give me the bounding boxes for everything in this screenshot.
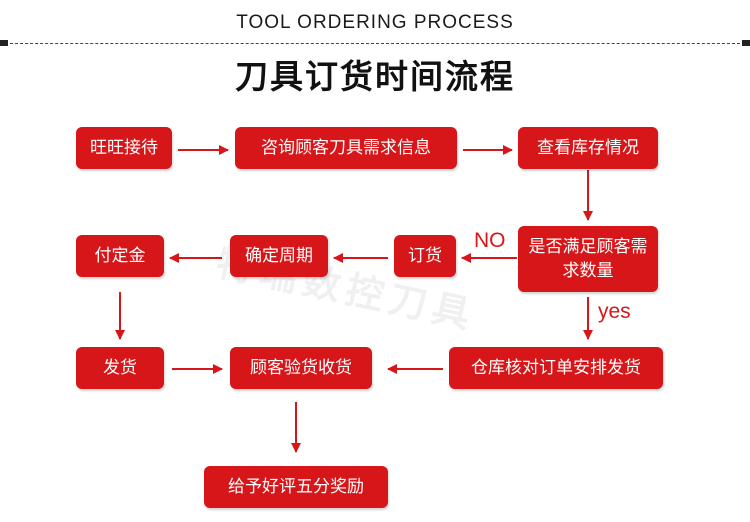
step-consult-needs: 咨询顾客刀具需求信息: [235, 127, 457, 169]
step-meets-demand: 是否满足顾客需求数量: [518, 226, 658, 292]
step-five-star-review: 给予好评五分奖励: [204, 466, 388, 508]
page-title: 刀具订货时间流程: [235, 57, 515, 96]
divider-cap-right: [742, 40, 750, 46]
english-title: TOOL ORDERING PROCESS: [236, 12, 514, 33]
divider-cap-left: [0, 40, 8, 46]
step-check-stock: 查看库存情况: [518, 127, 658, 169]
no-label: NO: [474, 229, 506, 252]
divider-line: [0, 43, 750, 44]
step-wangwang-reception: 旺旺接待: [76, 127, 172, 169]
step-customer-inspect: 顾客验货收货: [230, 347, 372, 389]
step-pay-deposit: 付定金: [76, 235, 164, 277]
step-warehouse-check: 仓库核对订单安排发货: [449, 347, 663, 389]
step-order: 订货: [394, 235, 456, 277]
step-ship: 发货: [76, 347, 164, 389]
yes-label: yes: [598, 300, 631, 323]
step-confirm-period: 确定周期: [230, 235, 328, 277]
